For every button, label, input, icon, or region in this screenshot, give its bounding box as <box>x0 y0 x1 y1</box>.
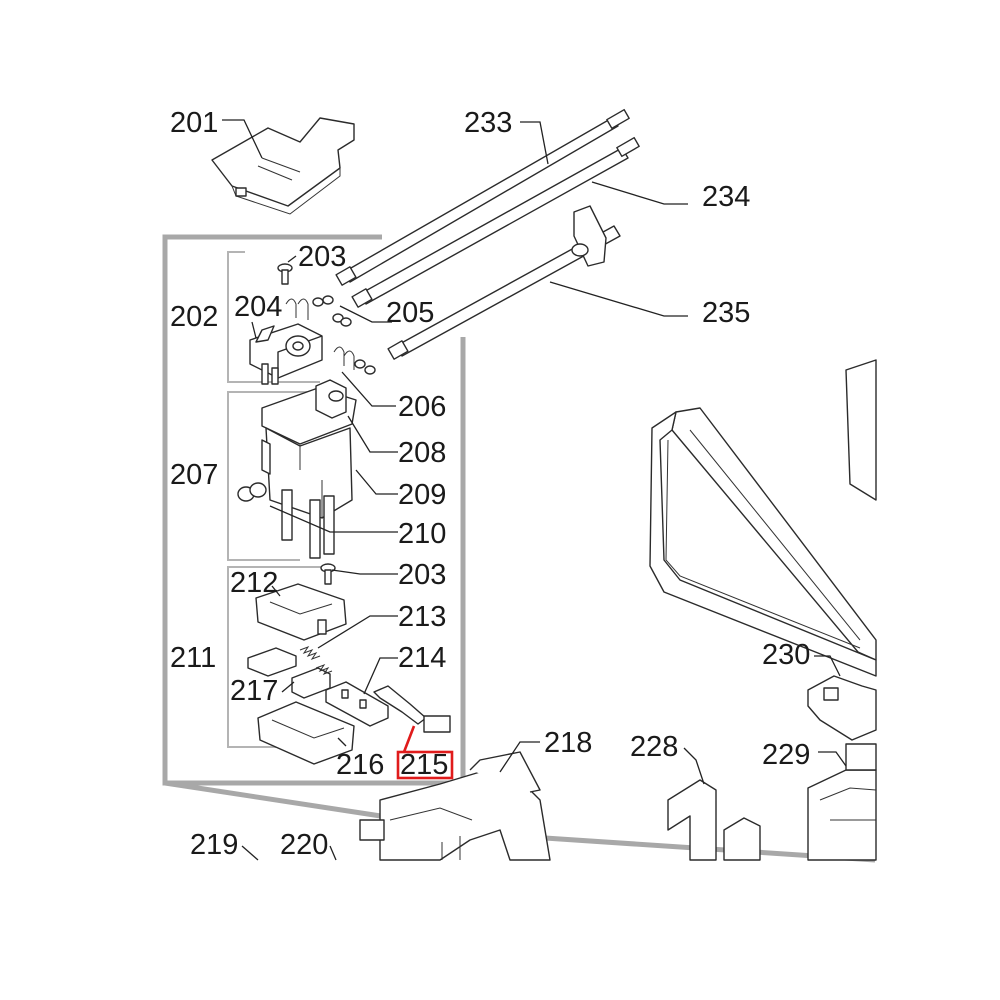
part-234-rod <box>351 136 640 308</box>
label-207: 207 <box>170 459 218 491</box>
part-214-circuit-board <box>325 681 389 727</box>
part-233-rod <box>335 108 630 286</box>
part-212-housing <box>255 583 347 641</box>
part-215-highlight <box>396 725 454 780</box>
label-204: 204 <box>234 291 282 323</box>
part-201-cover <box>211 117 355 215</box>
leader-lines <box>222 119 847 861</box>
part-number-labels: 201 202 203 204 205 206 207 208 209 210 … <box>170 107 810 861</box>
label-206: 206 <box>398 391 446 423</box>
part-203-screw-bottom <box>320 563 336 585</box>
label-220: 220 <box>280 829 328 861</box>
label-202: 202 <box>170 301 218 333</box>
label-212: 212 <box>230 567 278 599</box>
label-229: 229 <box>762 739 810 771</box>
label-210: 210 <box>398 518 446 550</box>
part-217-button <box>247 647 331 699</box>
label-209: 209 <box>398 479 446 511</box>
label-233: 233 <box>464 107 512 139</box>
part-206-clips <box>285 298 355 370</box>
label-208: 208 <box>398 437 446 469</box>
label-218: 218 <box>544 727 592 759</box>
label-201: 201 <box>170 107 218 139</box>
label-230: 230 <box>762 639 810 671</box>
part-228-plate <box>667 779 761 861</box>
part-215-cable <box>373 685 451 733</box>
label-235: 235 <box>702 297 750 329</box>
label-234: 234 <box>702 181 750 213</box>
part-210-plug <box>237 482 267 502</box>
part-235-rod-with-bracket <box>387 205 621 360</box>
label-205: 205 <box>386 297 434 329</box>
part-205-orings <box>312 295 376 375</box>
label-203-bottom: 203 <box>398 559 446 591</box>
label-215: 215 <box>400 749 448 781</box>
part-218-housing <box>359 751 551 861</box>
label-211: 211 <box>170 642 216 674</box>
label-216: 216 <box>336 749 384 781</box>
label-203-top: 203 <box>298 241 346 273</box>
part-203-screw-top <box>277 263 293 285</box>
label-219: 219 <box>190 829 238 861</box>
label-228: 228 <box>630 731 678 763</box>
part-208-top-plate <box>261 379 357 445</box>
label-214: 214 <box>398 642 446 674</box>
part-frame-right <box>649 359 877 677</box>
part-207-block <box>261 427 353 559</box>
part-230-latch <box>807 675 877 741</box>
part-229-housing <box>807 743 877 861</box>
part-204-valve-body <box>249 323 323 385</box>
label-217: 217 <box>230 675 278 707</box>
part-216-tray <box>257 701 355 765</box>
part-213-spring <box>299 645 333 676</box>
label-213: 213 <box>398 601 446 633</box>
